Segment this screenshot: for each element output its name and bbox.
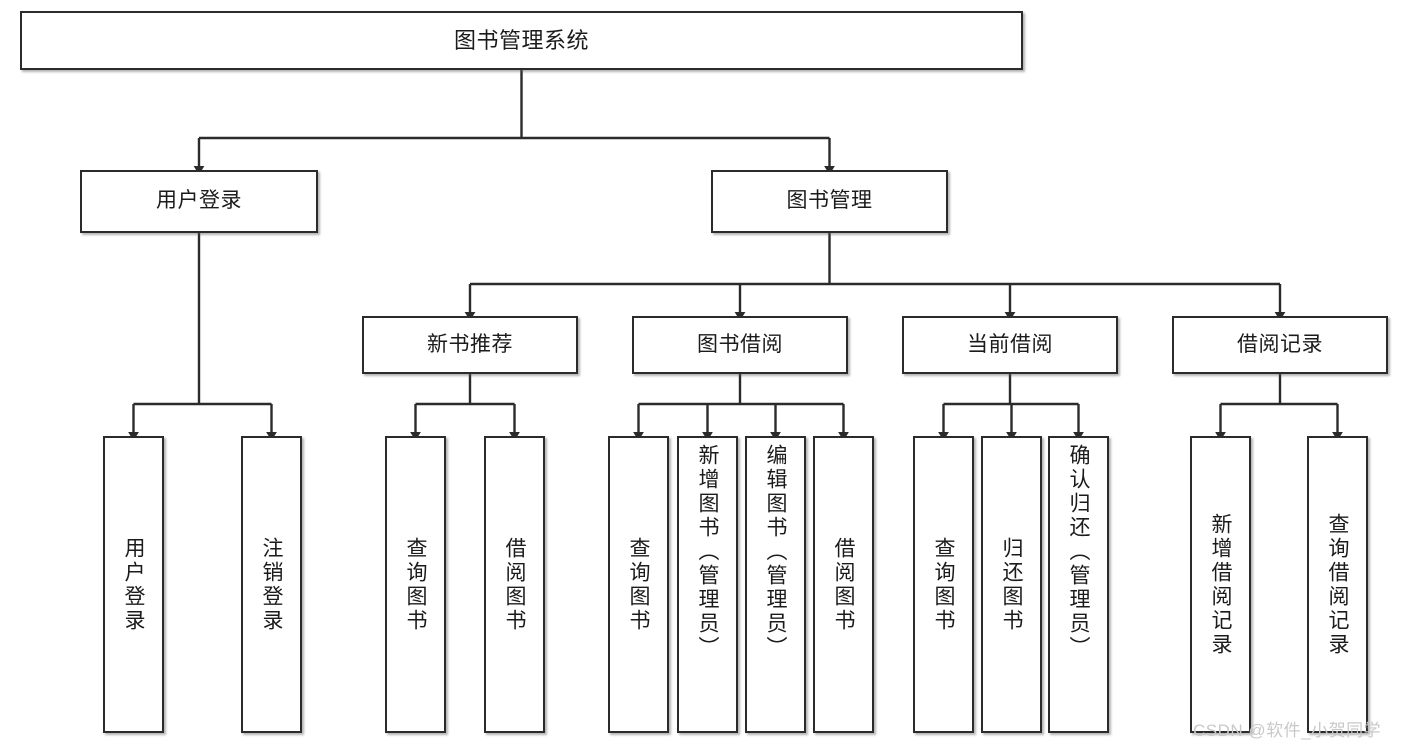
node-leaf-query-book-2[interactable]: 查询图书: [608, 436, 669, 733]
node-current-borrow[interactable]: 当前借阅: [902, 316, 1118, 374]
node-leaf-add-book-label: 新增图书（管理员）: [696, 444, 719, 660]
node-leaf-add-record-label: 新增借阅记录: [1209, 512, 1232, 657]
node-leaf-user-login-label: 用户登录: [122, 536, 145, 633]
node-borrow-record-label: 借阅记录: [1237, 332, 1323, 356]
node-leaf-borrow-book-1[interactable]: 借阅图书: [484, 436, 545, 733]
node-leaf-return-book[interactable]: 归还图书: [981, 436, 1042, 733]
node-leaf-return-book-label: 归还图书: [1000, 536, 1023, 633]
node-leaf-borrow-book-2-label: 借阅图书: [832, 536, 855, 633]
node-leaf-user-login[interactable]: 用户登录: [103, 436, 164, 733]
node-new-book-rec-label: 新书推荐: [427, 332, 513, 356]
watermark-text: CSDN @软件_小贺同学: [1193, 721, 1382, 740]
node-book-borrow-label: 图书借阅: [697, 332, 783, 356]
node-leaf-add-record[interactable]: 新增借阅记录: [1190, 436, 1251, 733]
node-current-borrow-label: 当前借阅: [967, 332, 1053, 356]
node-leaf-borrow-book-1-label: 借阅图书: [503, 536, 526, 633]
node-leaf-confirm-return-label: 确认归还（管理员）: [1067, 444, 1090, 660]
node-borrow-record[interactable]: 借阅记录: [1172, 316, 1388, 374]
node-leaf-query-book-3-label: 查询图书: [932, 536, 955, 633]
node-leaf-query-book-2-label: 查询图书: [627, 536, 650, 633]
node-leaf-query-book-1-label: 查询图书: [404, 536, 427, 633]
node-leaf-query-record-label: 查询借阅记录: [1326, 512, 1349, 657]
node-book-manage-label: 图书管理: [786, 189, 873, 213]
node-root-system[interactable]: 图书管理系统: [20, 11, 1023, 70]
node-root-system-label: 图书管理系统: [453, 27, 589, 53]
node-leaf-user-logout-label: 注销登录: [260, 536, 283, 633]
node-leaf-query-book-3[interactable]: 查询图书: [913, 436, 974, 733]
node-leaf-confirm-return[interactable]: 确认归还（管理员）: [1048, 436, 1109, 733]
node-user-login-label: 用户登录: [156, 189, 242, 213]
node-user-login[interactable]: 用户登录: [80, 170, 318, 233]
node-leaf-query-book-1[interactable]: 查询图书: [385, 436, 446, 733]
node-book-manage[interactable]: 图书管理: [711, 170, 948, 233]
node-leaf-edit-book[interactable]: 编辑图书（管理员）: [745, 436, 806, 733]
node-leaf-user-logout[interactable]: 注销登录: [241, 436, 302, 733]
node-new-book-rec[interactable]: 新书推荐: [362, 316, 578, 374]
node-leaf-query-record[interactable]: 查询借阅记录: [1307, 436, 1368, 733]
node-book-borrow[interactable]: 图书借阅: [632, 316, 848, 374]
node-leaf-borrow-book-2[interactable]: 借阅图书: [813, 436, 874, 733]
node-leaf-add-book[interactable]: 新增图书（管理员）: [677, 436, 738, 733]
node-leaf-edit-book-label: 编辑图书（管理员）: [764, 444, 787, 660]
